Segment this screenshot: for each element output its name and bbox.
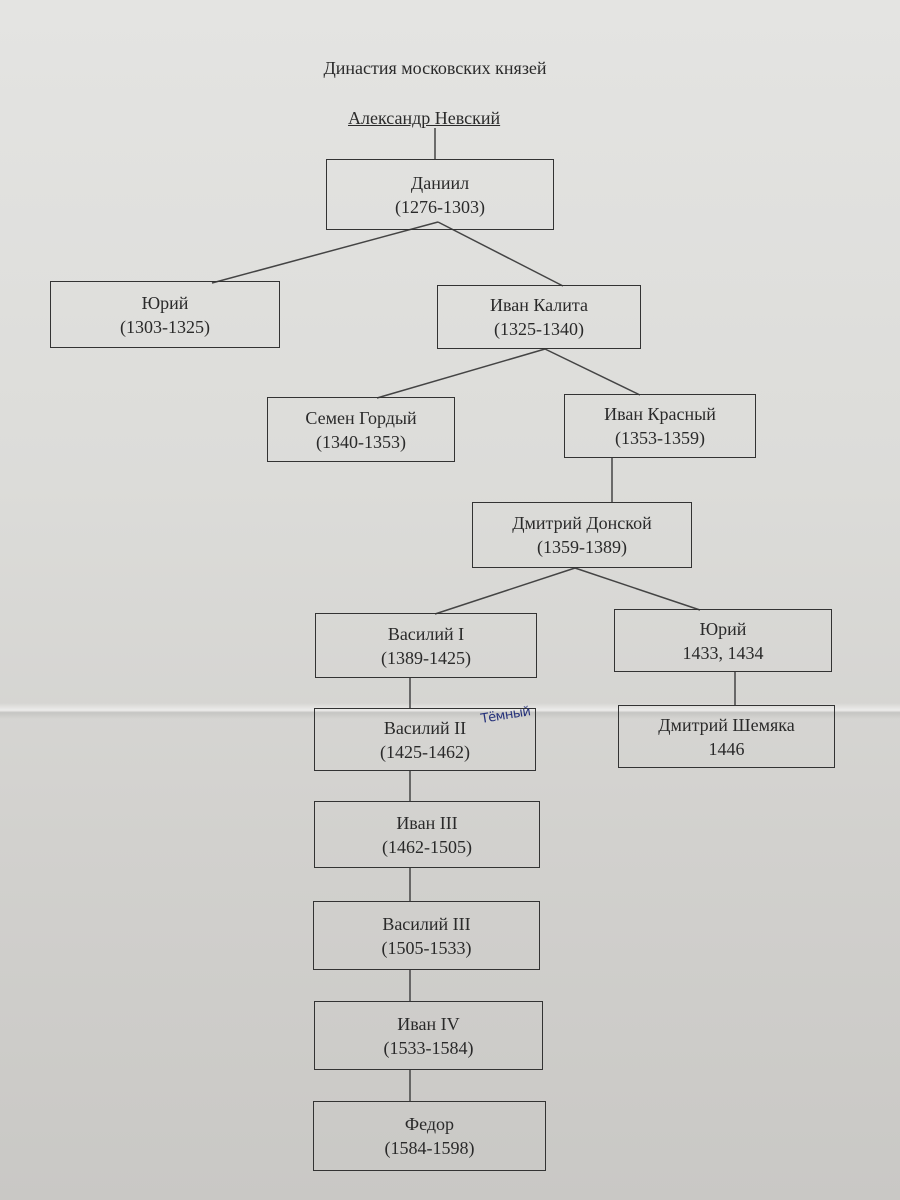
- node-yuri-1: Юрий (1303-1325): [50, 281, 280, 348]
- node-name: Дмитрий Донской: [512, 513, 652, 533]
- node-name: Юрий: [699, 618, 747, 639]
- node-semen-gordy: Семен Гордый (1340-1353): [267, 397, 455, 462]
- edge-dmitry-vasily1: [434, 567, 576, 615]
- node-vasily-1: Василий I (1389-1425): [315, 613, 537, 678]
- node-name: Дмитрий Шемяка: [658, 714, 795, 735]
- diagram-title: Династия московских князей: [323, 58, 547, 78]
- node-name: Василий II: [383, 717, 467, 738]
- node-years: (1505-1533): [381, 937, 472, 958]
- edge-dmitry-yuri2: [574, 567, 701, 611]
- edge-ivan-kalita-ivan-krasny: [544, 348, 641, 396]
- node-years: (1353-1359): [615, 428, 705, 448]
- node-name: Иван III: [396, 812, 458, 833]
- node-vasily-3: Василий III (1505-1533): [313, 901, 540, 970]
- root-ancestor: Александр Невский: [348, 108, 501, 128]
- node-ivan-3: Иван III (1462-1505): [314, 801, 540, 868]
- node-fedor: Федор (1584-1598): [313, 1101, 546, 1171]
- node-daniil: Даниил (1276-1303): [326, 159, 554, 230]
- node-years: (1359-1389): [537, 537, 627, 557]
- node-name: Иван IV: [397, 1013, 460, 1034]
- node-name: Василий III: [382, 913, 471, 934]
- edge-daniil-yuri1: [211, 221, 439, 284]
- node-years: 1433, 1434: [682, 642, 764, 663]
- node-name: Иван Красный: [604, 404, 716, 424]
- node-name: Федор: [404, 1114, 455, 1134]
- node-years: 1446: [708, 738, 745, 759]
- edge-daniil-ivan-kalita: [437, 221, 564, 287]
- node-years: (1340-1353): [316, 431, 406, 452]
- node-years: (1325-1340): [494, 319, 584, 339]
- node-name: Даниил: [410, 172, 470, 193]
- node-years: (1533-1584): [383, 1037, 474, 1058]
- node-years: (1584-1598): [384, 1138, 475, 1158]
- node-vasily-2: Василий II (1425-1462): [314, 708, 536, 771]
- node-yuri-2: Юрий 1433, 1434: [614, 609, 832, 672]
- node-name: Юрий: [141, 292, 189, 313]
- node-name: Иван Калита: [490, 295, 588, 315]
- node-dmitry-donskoy: Дмитрий Донской (1359-1389): [472, 502, 692, 568]
- node-years: (1389-1425): [381, 647, 471, 668]
- node-years: (1425-1462): [380, 741, 470, 762]
- node-ivan-kalita: Иван Калита (1325-1340): [437, 285, 641, 349]
- node-ivan-krasny: Иван Красный (1353-1359): [564, 394, 756, 458]
- node-years: (1462-1505): [382, 836, 472, 857]
- paper-fold-crease: [0, 703, 900, 719]
- node-ivan-4: Иван IV (1533-1584): [314, 1001, 543, 1070]
- node-years: (1276-1303): [395, 196, 485, 217]
- node-name: Семен Гордый: [305, 407, 417, 428]
- edge-ivan-kalita-semen: [376, 348, 546, 399]
- node-dmitry-shemyaka: Дмитрий Шемяка 1446: [618, 705, 835, 768]
- node-name: Василий I: [387, 623, 465, 644]
- node-years: (1303-1325): [120, 316, 210, 337]
